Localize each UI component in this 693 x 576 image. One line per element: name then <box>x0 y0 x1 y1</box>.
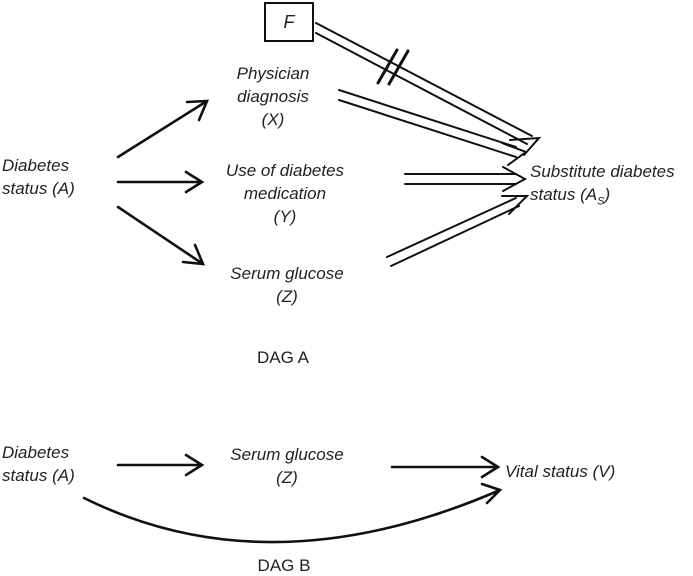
edge-a-to-z <box>116 205 206 266</box>
node-diabetes-medication: Use of diabetes medication (Y) <box>226 159 344 228</box>
dag-a-caption: DAG A <box>257 348 309 367</box>
edge-y-to-as <box>404 173 516 185</box>
node-diabetes-status-a: Diabetes status (A) <box>2 154 75 200</box>
edge-f-to-as <box>315 22 533 145</box>
edge-b-a-to-z <box>116 453 205 477</box>
edge-f-to-as-head <box>509 136 542 156</box>
cut-mark-1 <box>376 48 399 85</box>
node-line: Use of diabetes <box>225 161 345 180</box>
node-line: Substitute diabetes <box>530 162 675 181</box>
node-line: (Y) <box>273 207 297 226</box>
node-subscript: S <box>597 195 605 208</box>
node-serum-glucose-a: Serum glucose (Z) <box>230 262 343 308</box>
node-substitute-status: Substitute diabetes status (AS) <box>530 160 675 213</box>
node-line: diagnosis <box>237 87 309 106</box>
node-line: status (A) <box>2 466 75 485</box>
node-line: (X) <box>261 110 285 129</box>
node-line: Diabetes <box>2 443 70 462</box>
edge-x-to-as <box>338 89 517 158</box>
node-vital-status: Vital status (V) <box>505 462 616 481</box>
node-text: status (A <box>530 185 598 204</box>
f-node-label: F <box>283 11 295 32</box>
edge-x-to-as-head <box>501 142 529 166</box>
edge-z-to-as-head <box>501 195 530 215</box>
edge-y-to-as-head <box>502 166 528 192</box>
node-physician-diagnosis: Physician diagnosis (X) <box>237 62 310 131</box>
node-text: ) <box>604 185 611 204</box>
edge-a-to-x <box>116 99 210 159</box>
edge-z-to-as <box>386 197 520 267</box>
node-line: Physician <box>236 64 310 83</box>
node-line: (Z) <box>276 287 298 306</box>
node-line: Serum glucose <box>230 264 344 283</box>
edge-b-a-to-v <box>82 482 503 544</box>
f-node-box: F <box>264 2 314 42</box>
node-diabetes-status-b: Diabetes status (A) <box>2 441 75 487</box>
node-line: medication <box>243 184 327 203</box>
node-line: Diabetes <box>2 156 70 175</box>
cut-mark-2 <box>387 49 410 86</box>
node-line: status (A) <box>2 179 75 198</box>
edge-a-to-y <box>116 170 205 194</box>
node-line: (Z) <box>276 468 298 487</box>
node-line: status (AS) <box>530 183 675 213</box>
edge-b-z-to-v <box>390 455 501 479</box>
dag-b-caption: DAG B <box>257 556 311 575</box>
node-serum-glucose-b: Serum glucose (Z) <box>230 443 343 489</box>
node-line: Serum glucose <box>230 445 344 464</box>
